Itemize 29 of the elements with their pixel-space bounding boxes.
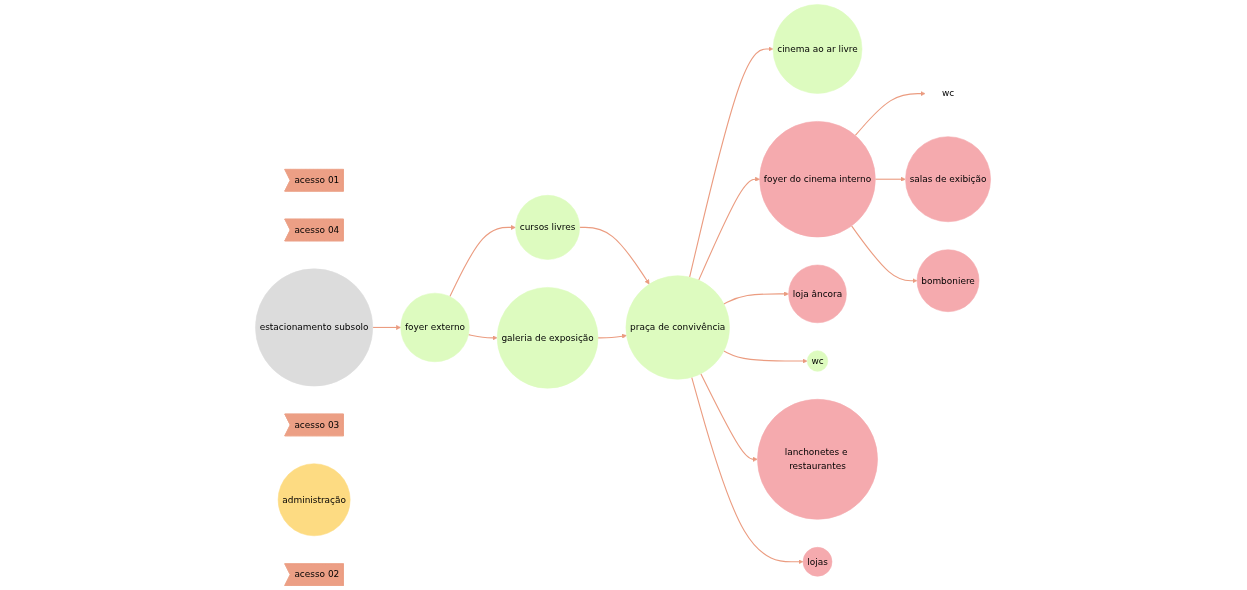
- arrow: [449, 224, 517, 298]
- node-circle: estacionamento subsolo: [255, 268, 374, 387]
- node-circle: loja âncora: [788, 264, 848, 324]
- arrow: [691, 376, 804, 565]
- node-circle: salas de exibição: [905, 136, 992, 223]
- node-circle: foyer externo: [400, 292, 470, 363]
- arrow: [723, 291, 790, 305]
- node-circle: cursos livres: [515, 195, 581, 260]
- node-circle: bomboniere: [917, 249, 980, 312]
- node-text: wc: [942, 88, 955, 99]
- node-circle: lojas: [803, 547, 833, 577]
- arrow: [875, 176, 907, 182]
- node-circle: galeria de exposição: [497, 287, 599, 389]
- arrow: [698, 176, 761, 281]
- arrow: [579, 226, 650, 285]
- node-circle: foyer do cinema interno: [759, 121, 877, 238]
- arrow: [597, 333, 628, 339]
- arrow: [723, 350, 808, 364]
- node-circle: lanchonetes e restaurantes: [757, 399, 879, 520]
- arrow: [689, 46, 774, 278]
- arrow: [855, 91, 926, 137]
- node-circle: cinema ao ar livre: [773, 4, 863, 94]
- node-circle: administração: [278, 463, 351, 537]
- node-circle: praça de convivência: [626, 275, 731, 380]
- arrow: [851, 225, 918, 284]
- arrow: [700, 373, 759, 462]
- node-circle: wc: [807, 350, 829, 372]
- arrow: [468, 334, 498, 341]
- arrow: [372, 325, 402, 330]
